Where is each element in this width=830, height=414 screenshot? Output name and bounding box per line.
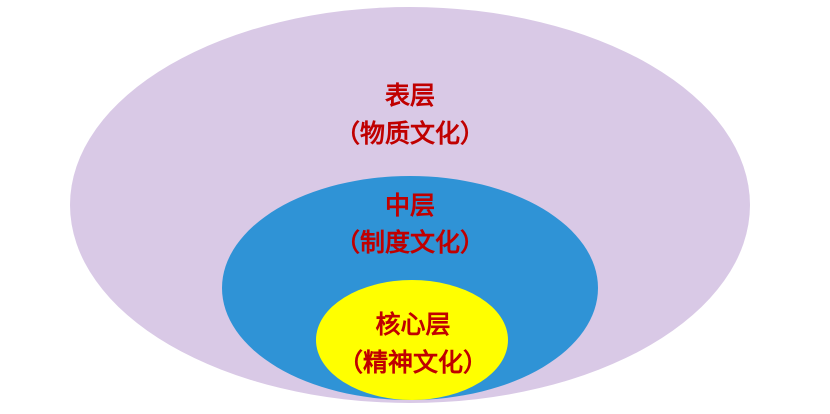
core-layer-subtitle: （精神文化） <box>338 348 488 377</box>
middle-layer-subtitle: （制度文化） <box>335 228 485 257</box>
core-layer-ellipse <box>316 280 508 400</box>
outer-layer-subtitle: （物质文化） <box>335 119 485 148</box>
outer-layer-title: 表层 <box>385 81 435 110</box>
core-layer-title: 核心层 <box>375 310 450 339</box>
middle-layer-title: 中层 <box>385 191 435 220</box>
